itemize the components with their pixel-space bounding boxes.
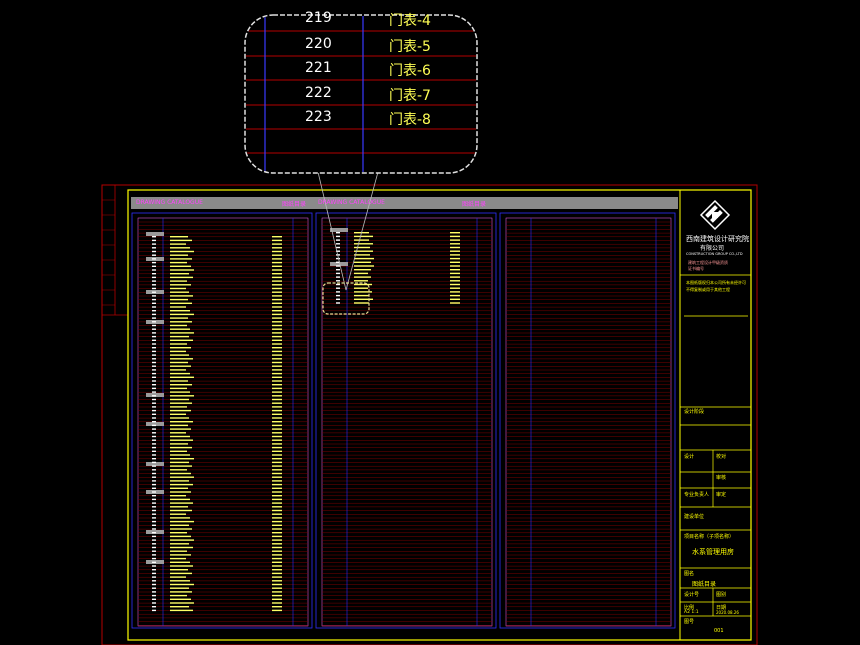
company-name-en: CONSTRUCTION GROUP CO.,LTD bbox=[686, 252, 743, 256]
outer-frame bbox=[101, 184, 758, 645]
company-logo-icon bbox=[699, 199, 731, 231]
leader-label: 专业负责人 bbox=[684, 492, 710, 498]
drawing-no-label: 图别 bbox=[716, 592, 727, 598]
design-no-label: 设计号 bbox=[684, 592, 700, 598]
zoom-row-label: 门表-5 bbox=[389, 39, 431, 55]
sign-header: 设计阶段 bbox=[684, 409, 705, 415]
company-name-2: 有限公司 bbox=[700, 245, 725, 252]
drawing-label: 图名 bbox=[684, 571, 695, 577]
date-value: 2020.08.26 bbox=[716, 610, 739, 615]
header-mid-b: DRAWING CATALOGUE bbox=[318, 199, 385, 206]
zoom-callout bbox=[244, 14, 478, 174]
header-right: 图纸目录 bbox=[462, 201, 487, 208]
drawing-name: 图纸目录 bbox=[692, 581, 717, 588]
column-panels bbox=[131, 212, 676, 629]
zoom-row-num: 220 bbox=[305, 36, 332, 52]
header-mid-a: 图纸目录 bbox=[282, 201, 307, 208]
company-name: 西南建筑设计研究院 bbox=[686, 235, 749, 243]
zoom-row-num: 222 bbox=[305, 85, 332, 101]
zoom-row-label: 门表-7 bbox=[389, 88, 431, 104]
notes-line-2: 不得复制或用于其他工程 bbox=[686, 287, 730, 292]
sheet-no: 001 bbox=[714, 628, 724, 634]
review-label: 审核 bbox=[716, 475, 727, 481]
highlight-box bbox=[322, 282, 370, 315]
cert-line-1: 建筑工程设计甲级资质 bbox=[688, 260, 728, 265]
scale-value: A2 1:1 bbox=[684, 610, 699, 615]
notes-line-1: 本图纸版权归本公司所有未经许可 bbox=[686, 280, 746, 285]
cert-line-2: 证书编号 bbox=[688, 266, 704, 271]
check-label: 校对 bbox=[716, 454, 727, 460]
zoom-row-num: 219 bbox=[305, 10, 332, 26]
owner-label: 建设单位 bbox=[684, 514, 705, 520]
header-left: DRAWING CATALOGUE bbox=[136, 199, 203, 206]
project-name: 水系管理用房 bbox=[692, 548, 734, 556]
zoom-row-label: 门表-8 bbox=[389, 112, 431, 128]
design-label: 设计 bbox=[684, 454, 695, 460]
sheet-no-label: 图号 bbox=[684, 619, 695, 625]
zoom-row-label: 门表-4 bbox=[389, 13, 431, 29]
zoom-row-label: 门表-6 bbox=[389, 63, 431, 79]
project-label: 项目名称（子项名称） bbox=[684, 534, 735, 540]
inner-frame bbox=[127, 189, 752, 641]
zoom-row-num: 221 bbox=[305, 60, 332, 76]
approve-label: 审定 bbox=[716, 492, 727, 498]
date-label: 日期 bbox=[716, 605, 727, 611]
scale-label: 比例 bbox=[684, 605, 695, 611]
header-bar bbox=[131, 197, 678, 209]
zoom-row-num: 223 bbox=[305, 109, 332, 125]
